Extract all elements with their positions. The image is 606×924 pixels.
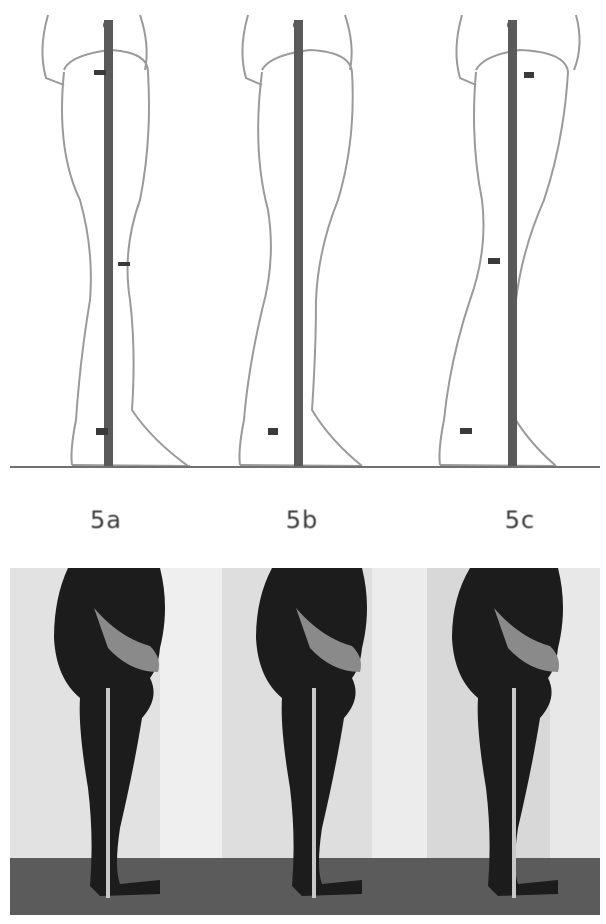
marker-hip-5a — [94, 70, 106, 75]
marker-knee-5a — [118, 262, 130, 266]
ground-line — [10, 466, 600, 468]
leg-drawings-panel — [0, 0, 606, 475]
leg-drawing-5a — [42, 15, 190, 466]
photo-5a — [10, 568, 222, 915]
photo-5b — [222, 568, 427, 915]
marker-knee-5c — [488, 258, 500, 264]
pole-top-5c — [507, 20, 517, 30]
panel-label-5c: 5c — [480, 506, 560, 534]
marker-ankle-5c — [460, 428, 472, 434]
marker-ankle-5b — [268, 428, 278, 435]
photo-5c — [427, 568, 600, 915]
plumb-pole-5b — [294, 20, 303, 466]
pole-top-5b — [293, 20, 303, 30]
marker-ankle-5a — [96, 428, 108, 435]
panel-label-5b: 5b — [262, 506, 342, 534]
marker-hip-5c — [524, 72, 534, 78]
plumb-pole-5a — [104, 20, 113, 466]
plumb-pole-5c — [508, 20, 517, 466]
panel-label-5a: 5a — [66, 506, 146, 534]
pole-top-5a — [103, 20, 113, 30]
photo-panel — [10, 568, 600, 915]
